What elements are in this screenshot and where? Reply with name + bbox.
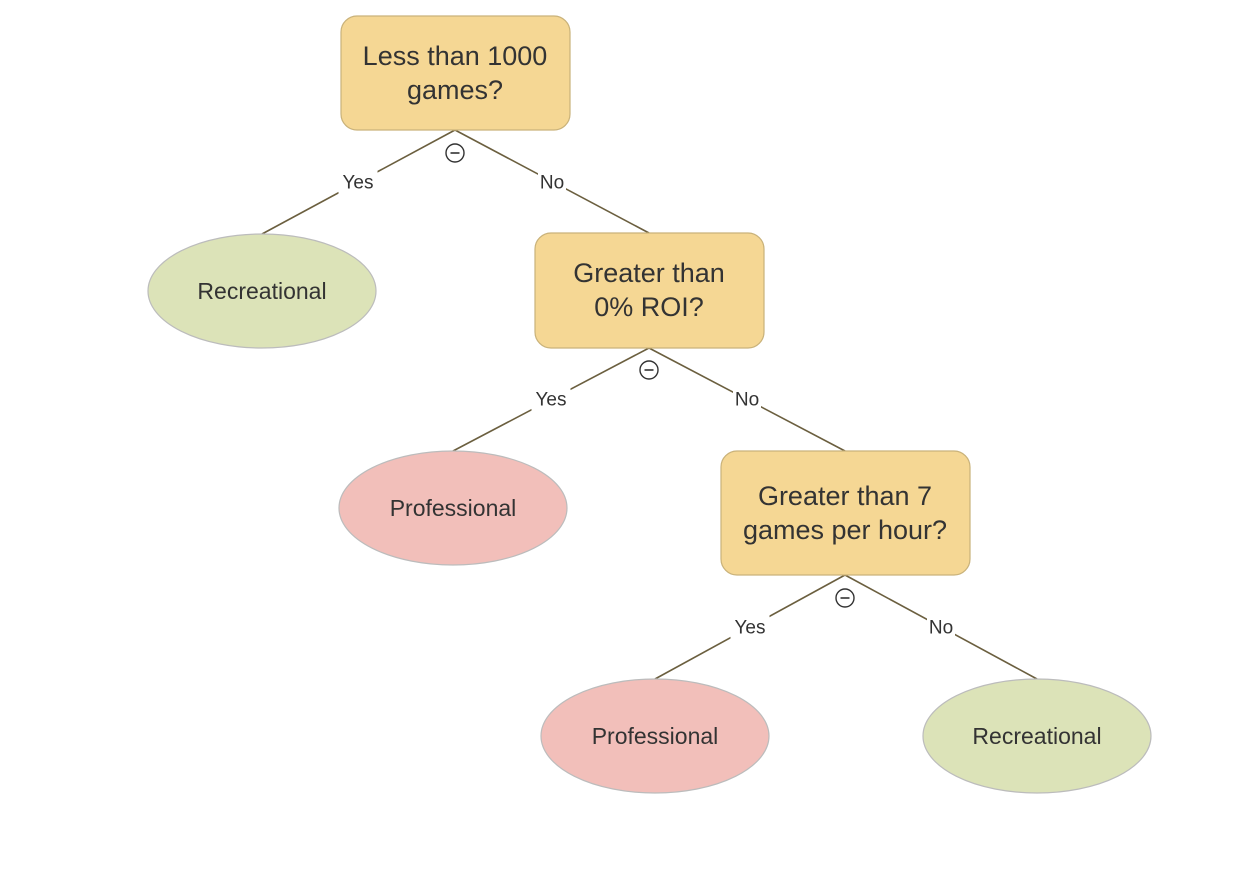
edge-label-text: Yes	[343, 173, 374, 194]
decision-node-q2[interactable]: Greater than 0% ROI?	[534, 232, 765, 349]
leaf-node-professional[interactable]: Professional	[338, 450, 568, 566]
leaf-ellipse[interactable]	[147, 233, 377, 349]
edges-layer	[261, 129, 1038, 680]
decision-node-q1[interactable]: Less than 1000 games?	[340, 15, 571, 131]
decision-node-q3[interactable]: Greater than 7 games per hour?	[720, 450, 971, 576]
decision-text-line: Greater than	[573, 258, 725, 288]
edge-label-yes: Yes	[338, 170, 378, 194]
decision-box[interactable]	[720, 450, 971, 576]
leaf-node-recreational[interactable]: Recreational	[147, 233, 377, 349]
edge-label-no: No	[927, 615, 955, 639]
edge-label-background	[538, 170, 566, 194]
leaf-ellipse[interactable]	[338, 450, 568, 566]
leaf-label: Recreational	[972, 723, 1101, 749]
edge-label-no: No	[733, 387, 761, 411]
edge-label-no: No	[538, 170, 566, 194]
edge-label-background	[730, 615, 770, 639]
minus-circle-icon[interactable]	[639, 360, 659, 380]
leaf-ellipse[interactable]	[922, 678, 1152, 794]
decision-box[interactable]	[340, 15, 571, 131]
edge-label-yes: Yes	[531, 387, 571, 411]
decision-text-line: games per hour?	[743, 515, 947, 545]
edge-label-yes: Yes	[730, 615, 770, 639]
edge-label-background	[338, 170, 378, 194]
decision-box[interactable]	[534, 232, 765, 349]
edge-label-text: Yes	[536, 390, 567, 411]
leaf-label: Professional	[592, 723, 719, 749]
edge-label-background	[531, 387, 571, 411]
leaf-node-recreational[interactable]: Recreational	[922, 678, 1152, 794]
decision-text-line: Less than 1000	[363, 41, 548, 71]
leaf-label: Recreational	[197, 278, 326, 304]
leaf-node-professional[interactable]: Professional	[540, 678, 770, 794]
edge-label-background	[927, 615, 955, 639]
edge-label-text: No	[929, 618, 953, 639]
decision-text-line: 0% ROI?	[594, 292, 704, 322]
minus-circle-icon[interactable]	[835, 588, 855, 608]
minus-circle-icon[interactable]	[445, 143, 465, 163]
collapse-icons-layer	[445, 143, 855, 608]
leaf-label: Professional	[390, 495, 517, 521]
edge-label-text: Yes	[735, 618, 766, 639]
leaf-ellipse[interactable]	[540, 678, 770, 794]
edge-label-text: No	[735, 390, 759, 411]
decision-text-line: games?	[407, 75, 503, 105]
edge-label-text: No	[540, 173, 564, 194]
decision-text-line: Greater than 7	[758, 481, 932, 511]
edge-label-background	[733, 387, 761, 411]
